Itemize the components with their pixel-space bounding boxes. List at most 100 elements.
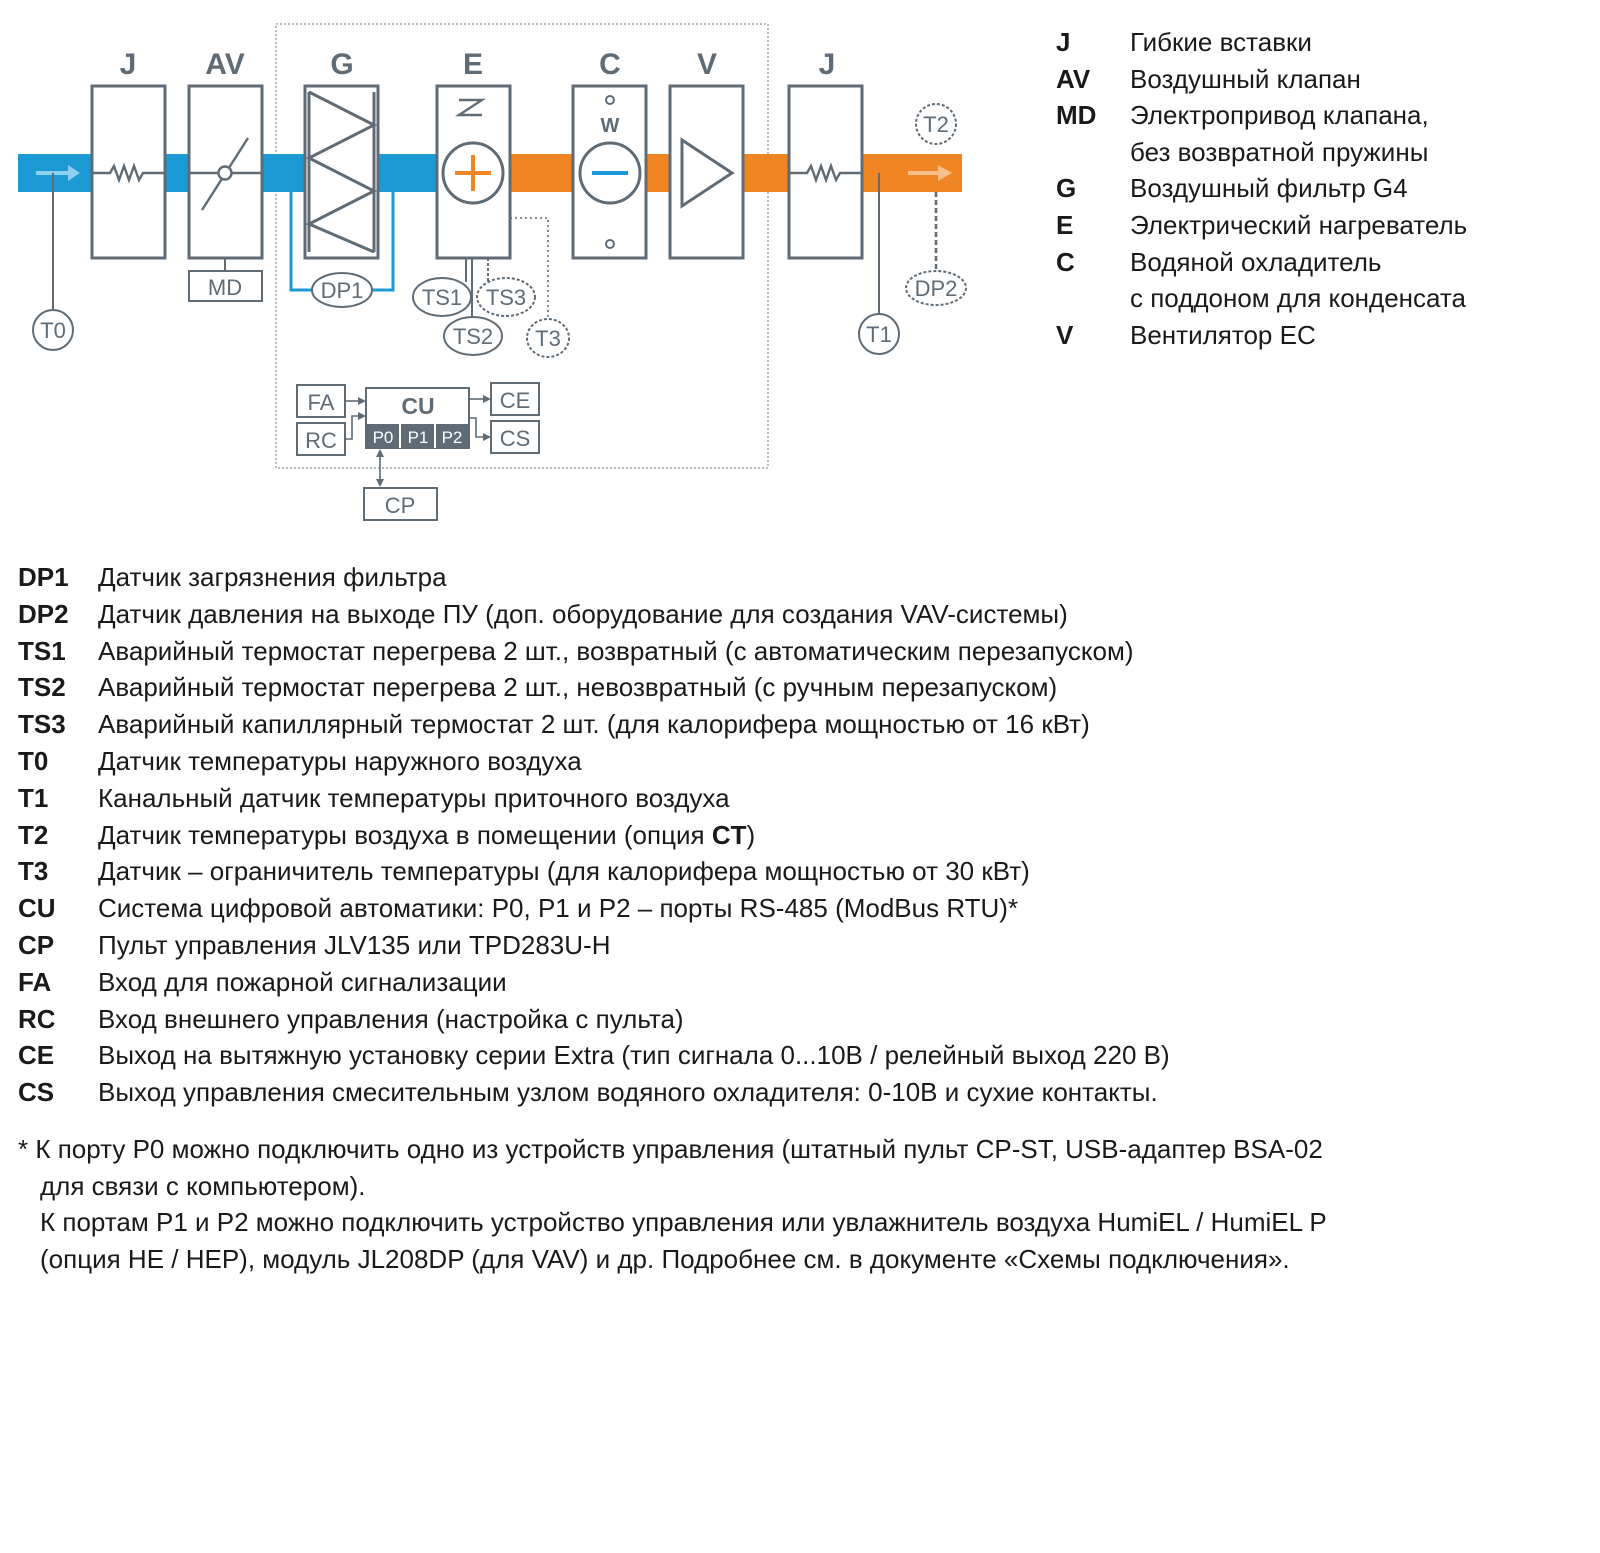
legend-item: MD Электропривод клапана, [1056,97,1467,134]
automation-enclosure [275,23,769,469]
port-p1-label: P1 [408,428,429,447]
cooler-water-mark: W [601,115,620,137]
legend-code: CP [18,929,55,960]
legend-desc: Датчик загрязнения фильтра [98,562,447,592]
legend-item: без возвратной пружины [1056,134,1467,171]
legend-desc-text: Датчик температуры воздуха в помещении (… [98,819,712,850]
dp2-sensor [905,270,967,306]
rc-label: RC [305,428,337,453]
legend-desc: Аварийный термостат перегрева 2 шт., нев… [98,672,1058,703]
legend-desc: Электрический нагреватель [1130,209,1468,240]
component-code: J [120,48,137,81]
component-code: E [463,48,483,81]
t2-sensor [915,103,957,145]
legend-item: RC Вход внешнего управления (настройка с … [18,1001,1170,1038]
legend-desc: Датчик – ограничитель температуры (для к… [98,856,1030,887]
legend-item: G Воздушный фильтр G4 [1056,170,1467,207]
legend-desc: Гибкие вставки [1130,27,1312,57]
port-p2-label: P2 [442,428,463,447]
legend-item: T3 Датчик – ограничитель температуры (для… [18,853,1170,890]
legend-desc-option-code: CT [711,819,747,850]
dp1-label: DP1 [321,278,364,303]
legend-code: TS2 [18,672,66,703]
dp2-label: DP2 [915,276,958,301]
component-code: J [819,48,836,81]
legend-code: T0 [18,745,49,776]
component-code: V [697,48,717,81]
legend-code: FA [18,966,52,997]
component-heater [435,84,512,260]
legend-code: CU [18,893,56,924]
cs-label: CS [500,426,531,451]
legend-desc: Датчик температуры наружного воздуха [98,745,582,776]
legend-code: TS1 [18,635,66,666]
ts3-sensor [476,277,536,317]
legend-desc: с поддоном для конденсата [1130,283,1466,314]
t1-label: T1 [866,322,892,347]
md-label: MD [208,275,242,300]
legend-code: DP2 [18,598,69,629]
filter-icon [305,90,378,254]
legend-code [1056,280,1130,317]
legend-desc: без возвратной пружины [1130,136,1429,167]
legend-item: T0 Датчик температуры наружного воздуха [18,743,1170,780]
legend-code: MD [1056,100,1097,131]
component-fan [668,84,745,260]
component-damper [187,84,264,260]
legend-item: DP1 Датчик загрязнения фильтра [18,559,1170,596]
legend-desc: Аварийный термостат перегрева 2 шт., воз… [98,635,1134,666]
legend-code: CE [18,1040,55,1071]
component-filter [303,84,380,260]
legend-code: DP1 [18,562,69,592]
t1-sensor [858,313,900,355]
footnote-line: (опция HE / HEP), модуль JL208DP (для VA… [40,1243,1290,1274]
legend-code: T3 [18,856,49,887]
legend-item: V Вентилятор EC [1056,317,1467,354]
legend-code: G [1056,173,1077,204]
legend-code: E [1056,209,1074,240]
t0-label: T0 [40,318,66,343]
legend-desc: Воздушный фильтр G4 [1130,173,1408,204]
t3-sensor [526,318,570,358]
legend-desc: Вход внешнего управления (настройка с пу… [98,1003,684,1034]
dp1-sensor [311,272,373,308]
legend-code: V [1056,319,1074,350]
legend-desc: Пульт управления JLV135 или TPD283U-H [98,929,611,960]
legend-code: RC [18,1003,56,1034]
legend-desc: Датчик температуры воздуха в помещении (… [98,817,755,854]
footnote-line: * К порту P0 можно подключить одно из ус… [18,1134,1323,1164]
cp-panel-box [363,487,438,521]
ts2-sensor [443,316,503,356]
legend-item: CS Выход управления смесительным узлом во… [18,1074,1170,1111]
component-code: G [330,48,353,81]
legend-item: DP2 Датчик давления на выходе ПУ (доп. об… [18,596,1170,633]
footnote-line: для связи с компьютером). [40,1170,366,1201]
legend-item: с поддоном для конденсата [1056,280,1467,317]
legend-desc: Канальный датчик температуры приточного … [98,782,730,813]
legend-desc: Датчик давления на выходе ПУ (доп. обору… [98,598,1068,629]
legend-desc: Вентилятор EC [1130,319,1316,350]
t3-label: T3 [535,326,561,351]
legend-desc: Электропривод клапана, [1130,100,1429,131]
ts3-label: TS3 [486,285,526,310]
ts1-sensor [412,277,472,317]
legend-code: TS3 [18,709,66,740]
legend-desc: Выход управления смесительным узлом водя… [98,1077,1158,1108]
footnote: * К порту P0 можно подключить одно из ус… [18,1131,1327,1277]
footnote-line: К портам P1 и P2 можно подключить устрой… [40,1207,1327,1238]
legend-desc-tail: ) [746,819,756,850]
legend-code: CS [18,1077,55,1108]
legend-item: TS1 Аварийный термостат перегрева 2 шт., … [18,633,1170,670]
ventilation-schematic: W J AV G E C V J MD DP1 TS1 TS3 TS2 T3 [18,23,967,521]
legend-item: TS2 Аварийный термостат перегрева 2 шт., … [18,669,1170,706]
legend-code [1056,134,1130,171]
